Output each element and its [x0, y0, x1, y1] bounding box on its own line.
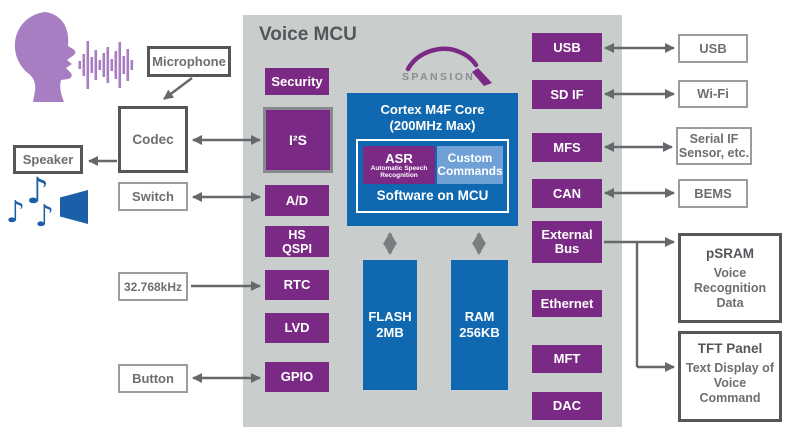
hs-qspi-block: HS QSPI — [265, 226, 329, 257]
ram-size: 256KB — [459, 325, 500, 340]
music-note-icon: ♪ — [6, 195, 26, 230]
cortex-core-block: Cortex M4F Core (200MHz Max) ASR Automat… — [347, 93, 518, 226]
flash-block: FLASH 2MB — [363, 260, 417, 390]
gpio-block: GPIO — [265, 362, 329, 392]
music-note-icon: ♪ — [35, 199, 55, 234]
asr-title: ASR — [385, 150, 413, 166]
mic-to-codec-arrow — [163, 77, 193, 100]
codec-box: Codec — [118, 106, 188, 173]
software-on-mcu-label: Software on MCU — [376, 188, 489, 203]
psram-title: pSRAM — [706, 246, 754, 261]
talking-head-icon — [14, 12, 76, 102]
asr-block: ASR Automatic Speech Recognition — [363, 146, 435, 184]
custom-commands-block: Custom Commands — [437, 146, 503, 184]
core-title-line1: Cortex M4F Core — [380, 102, 485, 117]
dac-block: DAC — [532, 392, 602, 420]
security-block: Security — [265, 68, 329, 95]
audio-beam-icon — [60, 190, 88, 224]
flash-label: FLASH — [368, 309, 412, 324]
speaker-box: Speaker — [13, 145, 83, 174]
switch-box: Switch — [118, 182, 188, 211]
tft-body: Text Display of Voice Command — [686, 361, 774, 405]
software-on-mcu-box: ASR Automatic Speech Recognition Custom … — [356, 139, 509, 213]
speech-waveform-icon — [78, 41, 134, 89]
external-bus-block: External Bus — [532, 221, 602, 263]
core-title-line2: (200MHz Max) — [389, 118, 476, 133]
serial-if-box: Serial IF Sensor, etc. — [676, 127, 752, 165]
button-box: Button — [118, 364, 188, 393]
psram-box: pSRAM Voice Recognition Data — [678, 233, 782, 323]
i2s-block: I²S — [263, 107, 333, 173]
sdif-block: SD IF — [532, 80, 602, 109]
ad-block: A/D — [265, 185, 329, 216]
rtc-block: RTC — [265, 270, 329, 300]
asr-subtitle: Automatic Speech Recognition — [370, 164, 428, 179]
can-block: CAN — [532, 179, 602, 208]
usb-block: USB — [532, 33, 602, 62]
usb-external-box: USB — [678, 34, 748, 63]
wifi-box: Wi-Fi — [678, 80, 748, 108]
ram-block: RAM 256KB — [451, 260, 508, 390]
music-note-icon: ♪ — [26, 171, 49, 212]
logo-tail-icon — [472, 68, 492, 86]
microphone-box: Microphone — [147, 46, 231, 77]
ram-label: RAM — [464, 309, 495, 324]
mft-block: MFT — [532, 345, 602, 373]
psram-body: Voice Recognition Data — [693, 266, 767, 310]
mfs-block: MFS — [532, 133, 602, 162]
ethernet-block: Ethernet — [532, 290, 602, 317]
flash-size: 2MB — [376, 325, 404, 340]
bems-box: BEMS — [678, 179, 748, 208]
tft-panel-box: TFT Panel Text Display of Voice Command — [678, 331, 782, 422]
tft-title: TFT Panel — [697, 341, 763, 356]
spansion-logo: SPANSION — [402, 46, 492, 86]
crystal-box: 32.768kHz — [118, 272, 188, 301]
mcu-title: Voice MCU — [259, 24, 357, 45]
logo-swoosh-icon — [405, 46, 479, 72]
lvd-block: LVD — [265, 313, 329, 343]
logo-text: SPANSION — [402, 71, 475, 83]
